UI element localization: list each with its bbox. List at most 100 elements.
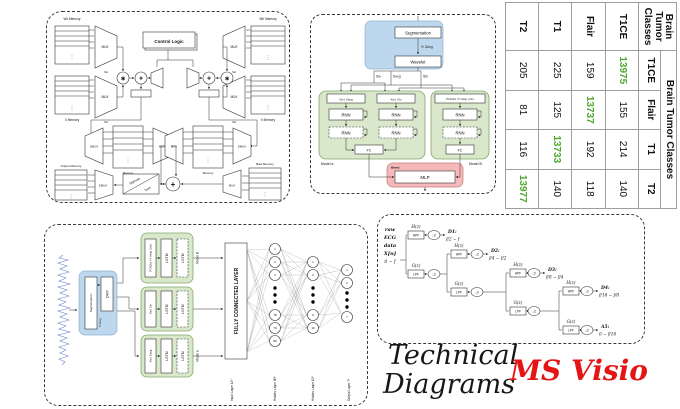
mid-memory-groups: DMUX ⋮ Memory MUX MUX ⋮ Memory DMUX	[84, 125, 252, 185]
svg-text:DMUX: DMUX	[238, 145, 246, 149]
row-header: T2	[505, 2, 539, 51]
matrix-cell: 13737	[571, 90, 606, 130]
sigmoid-tanh-block: Sigmoid Tanh	[122, 173, 160, 195]
svg-text:LSTM: LSTM	[181, 351, 185, 360]
col2-header: Xw | Xin	[391, 97, 402, 101]
input-signal-label: raw ECG data X[n] 0 − f	[383, 227, 397, 265]
model-mid-block: Xw | Xin LSTM LSTM	[140, 286, 194, 332]
svg-text:D1:: D1:	[447, 229, 457, 235]
row-header: Flair	[571, 2, 606, 51]
svg-text:↓2: ↓2	[585, 290, 589, 294]
corner-axis-label: Brain Tumor Classes	[638, 2, 677, 51]
svg-text:LSTM: LSTM	[165, 351, 169, 360]
svg-text:Sel: Sel	[232, 70, 236, 74]
model-a-label: Model a	[321, 162, 334, 166]
hw-architecture-diagram: ⋮ Wx Memory ⋮ X Memory ⋮ Wh Memory ⋮ h M…	[54, 17, 286, 201]
svg-text:LPF: LPF	[456, 291, 462, 295]
output-row: Output Memory ⋮ DMUX Sigmoid Tanh + MUX …	[54, 162, 282, 201]
svg-text:MUX: MUX	[171, 145, 177, 149]
svg-text:HPF: HPF	[568, 290, 574, 294]
blend-label: Blend	[391, 166, 400, 170]
box-top-header: PCA(Xw | ½ Xseg | Xin)	[149, 244, 153, 272]
preprocess-block: Segmentation DWT ½ Xseg	[78, 270, 118, 336]
svg-text:Output Layer 7*: Output Layer 7*	[347, 378, 351, 401]
svg-text:H(z): H(z)	[512, 262, 522, 267]
ecg-signal	[56, 254, 72, 366]
svg-text:✱: ✱	[225, 75, 230, 82]
output-memory-label: Output Memory	[61, 164, 82, 168]
mult-symbol: ✱	[121, 75, 126, 82]
sigmoid-label: Sigmoid	[129, 177, 141, 186]
svg-text:MUX: MUX	[101, 95, 109, 99]
svg-text:LPF: LPF	[568, 329, 574, 333]
svg-text:f/16 − f/8: f/16 − f/8	[598, 293, 619, 298]
blend-block: Blend MLP	[368, 154, 464, 192]
svg-text:H(z): H(z)	[453, 243, 463, 248]
tanh-label: Tanh	[144, 186, 152, 193]
svg-text:2: 2	[346, 281, 348, 285]
svg-text:9: 9	[312, 313, 314, 317]
mux-label: MUX	[101, 45, 109, 49]
svg-text:80: 80	[273, 339, 277, 343]
svg-text:⋮: ⋮	[70, 105, 75, 111]
svg-text:⋮: ⋮	[69, 194, 74, 200]
svg-text:f/8 − f/4: f/8 − f/4	[545, 275, 564, 280]
weight-memory-blocks: ⋮ Wx Memory ⋮ X Memory ⋮ Wh Memory ⋮ h M…	[54, 17, 286, 122]
dwt-label: DWT	[105, 289, 109, 298]
svg-text:↓2: ↓2	[432, 273, 436, 277]
svg-text:2: 2	[312, 273, 314, 277]
xw-label: Xw	[375, 75, 381, 79]
svg-text:RNN: RNN	[455, 113, 464, 118]
svg-text:MUX: MUX	[159, 145, 165, 149]
hz-label: H(z)	[410, 224, 420, 229]
svg-text:78: 78	[273, 313, 277, 317]
matrix-cell: 13977	[505, 169, 539, 209]
preprocess-block: Segmentation ½ Xseg Wavelet	[364, 20, 444, 70]
model-a-block: Xw | Xseg LSTM LSTM	[140, 334, 194, 378]
stage1: H(z) HPF ↓2 D1: f/2 − f G(z) LPF ↓2	[407, 224, 461, 279]
flowchart-panel: Segmentation ½ Xseg Wavelet Xw Xseg Xin …	[310, 14, 496, 194]
svg-text:RNN: RNN	[455, 131, 464, 136]
svg-text:LSTM: LSTM	[165, 304, 169, 313]
svg-text:f/4 − f/2: f/4 − f/2	[488, 256, 507, 261]
svg-text:A5:: A5:	[600, 324, 610, 330]
svg-text:↓2: ↓2	[475, 253, 479, 257]
svg-text:+: +	[171, 180, 176, 189]
svg-text:2: 2	[274, 260, 276, 264]
svg-text:↓2: ↓2	[532, 310, 536, 314]
svg-text:Memory: Memory	[203, 171, 214, 175]
fc-label: FC	[367, 149, 372, 153]
lpf-box: LPF	[413, 273, 419, 277]
svg-text:X[n]: X[n]	[383, 251, 397, 257]
model-b-label: Model B	[469, 162, 483, 166]
matrix-cell: 214	[605, 129, 639, 169]
svg-text:HPF: HPF	[456, 253, 462, 257]
matrix-cell: 155	[605, 90, 639, 130]
svg-text:⋮: ⋮	[266, 105, 271, 111]
svg-text:⋮: ⋮	[263, 192, 268, 198]
matrix-cell: 125	[538, 90, 572, 130]
dmux-label: DMUX	[90, 145, 98, 149]
svg-text:1: 1	[346, 268, 348, 272]
svg-text:G(z): G(z)	[567, 319, 576, 324]
matrix-cell: 13733	[538, 129, 572, 169]
matrix-cell: 81	[505, 90, 539, 130]
svg-text:MUX: MUX	[230, 95, 238, 99]
confusion-matrix-rotated: Brain Tumor Classes Brain Tumor Classes …	[505, 2, 677, 209]
column-axis-title: Brain Tumor Classes	[660, 50, 677, 209]
control-logic-block: Control Logic	[142, 31, 198, 51]
svg-text:RNN: RNN	[391, 113, 400, 118]
seg-out-label: ½ Xseg	[98, 318, 102, 327]
rnn-flowchart: Segmentation ½ Xseg Wavelet Xw Xseg Xin …	[318, 16, 490, 192]
filterbank-wires	[400, 234, 599, 331]
memory-caption: Memory	[123, 171, 134, 175]
mlp-label: MLP	[420, 175, 429, 180]
rnn-label: RNN	[341, 113, 350, 118]
fc-layer-label: FULLY CONNECTED LAYER	[234, 267, 240, 334]
xseg-label: Xseg	[392, 75, 401, 79]
wavelet-filterbank: raw ECG data X[n] 0 − f H(z) HPF ↓2 D1: …	[383, 224, 620, 337]
title-line2: Diagrams	[383, 369, 516, 400]
box-mid-header: Xw | Xin	[149, 303, 153, 314]
network-edges	[246, 248, 342, 353]
title-line1: Technical	[388, 340, 519, 371]
